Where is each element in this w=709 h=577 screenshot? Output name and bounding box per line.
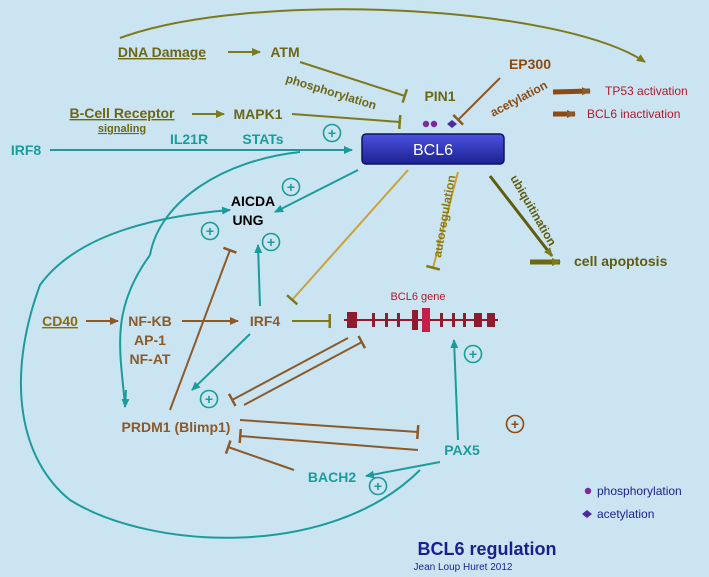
il21r-label: IL21R (170, 131, 208, 147)
irf4-label: IRF4 (250, 313, 281, 329)
edge-irf4-to-aicda (254, 244, 263, 307)
pin1-label: PIN1 (424, 88, 455, 104)
edge-gene-to-prdm1 (227, 337, 349, 407)
plus-badge-aicda-3: + (261, 232, 281, 252)
plus-sign: + (328, 125, 336, 141)
edge-irf4-to-prdm1 (191, 333, 251, 391)
bcl6-inactivation-label: BCL6 inactivation (587, 107, 680, 121)
plus-sign: + (469, 346, 477, 362)
diagram-title: BCL6 regulation (417, 539, 556, 559)
plus-badge-bach2: + (368, 476, 388, 496)
legend-phosphorylation-label: phosphorylation (597, 484, 682, 498)
plus-badge-prdm1: + (199, 389, 219, 409)
atm-label: ATM (270, 44, 299, 60)
irf8-label: IRF8 (11, 142, 42, 158)
bcl6-label: BCL6 (413, 142, 453, 159)
diagram-credit: Jean Loup Huret 2012 (414, 562, 513, 573)
legend-phospho-dot (584, 487, 592, 495)
legend-acetylation-label: acetylation (597, 507, 654, 521)
plus-sign: + (205, 391, 213, 407)
plus-sign: + (287, 179, 295, 195)
plus-badge-brown: + (505, 414, 525, 434)
plus-badge-aicda-1: + (281, 177, 301, 197)
edge-atm-to-pin1 (299, 61, 409, 103)
cell-apoptosis-label: cell apoptosis (574, 253, 668, 269)
nfkb-label: NF-KB (128, 313, 172, 329)
acetyl-diamond (447, 120, 457, 128)
edge-irf8-curve-arrow (121, 389, 130, 408)
pax5-label: PAX5 (444, 442, 480, 458)
edge-pax5-to-prdm1 (238, 428, 419, 451)
ap1-label: AP-1 (134, 332, 166, 348)
mapk1-label: MAPK1 (233, 106, 282, 122)
signaling-label: signaling (98, 123, 146, 135)
phosphorylation-edge-label: phosphorylation (284, 71, 378, 112)
cd40-label: CD40 (42, 313, 78, 329)
autoregulation-edge-label: autoregulation (430, 174, 458, 259)
edge-prdm1-to-aicda (169, 246, 237, 411)
plus-sign: + (511, 416, 519, 432)
edge-bcl6-autoregulation (425, 171, 459, 271)
legend-acetyl-diamond (582, 510, 592, 518)
bcl6-gene-label: BCL6 gene (390, 291, 445, 303)
bach2-label: BACH2 (308, 469, 356, 485)
edge-pax5-to-gene (450, 339, 459, 441)
tp53-activation-label: TP53 activation (605, 84, 688, 98)
edge-bcl6-to-apoptosis (488, 175, 554, 257)
edge-irf8-to-prdm1 (119, 151, 301, 406)
edge-prdm1-to-pax5 (239, 419, 420, 440)
phospho-dot-1 (422, 120, 430, 128)
prdm1-label: PRDM1 (Blimp1) (122, 419, 231, 435)
edge-ep300-to-bcl6 (452, 77, 501, 126)
plus-badge-pax5: + (463, 344, 483, 364)
bcl6-box (361, 133, 505, 165)
legend: phosphorylation acetylation (582, 484, 682, 521)
bcell-receptor-label: B-Cell Receptor (69, 105, 175, 121)
phospho-dot-2 (430, 120, 438, 128)
plus-sign: + (267, 234, 275, 250)
ep300-label: EP300 (509, 56, 551, 72)
aicda-label: AICDA (231, 193, 275, 209)
bcl6-gene-structure (344, 308, 498, 332)
edge-dna-to-tp53 (119, 8, 646, 63)
nfat-label: NF-AT (130, 351, 171, 367)
plus-badge-aicda-2: + (200, 221, 220, 241)
edge-mapk1-to-bcl6 (291, 113, 402, 130)
edge-prdm1-to-gene (243, 335, 367, 406)
plus-badge-bcl6: + (322, 123, 342, 143)
edge-to-tp53-activation (552, 87, 591, 96)
ung-label: UNG (232, 212, 263, 228)
stats-label: STATs (242, 131, 283, 147)
edge-bcl6-to-irf4 (286, 169, 409, 306)
plus-sign: + (206, 223, 214, 239)
acetylation-edge-label: acetylation (488, 78, 550, 120)
edge-bach2-to-prdm1 (224, 440, 295, 471)
dna-damage-label: DNA Damage (118, 44, 206, 60)
plus-sign: + (374, 478, 382, 494)
edge-pax5-to-bach2 (365, 461, 441, 479)
edge-bcl6-to-aicda (274, 169, 359, 213)
edge-pax5-loop-to-aicda (19, 206, 421, 539)
